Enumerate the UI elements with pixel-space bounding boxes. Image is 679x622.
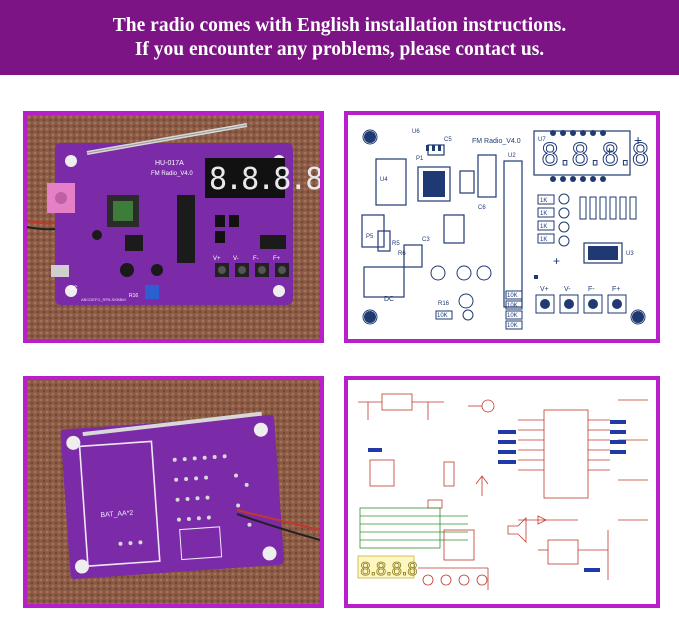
battery-label: BAT_AA*2 [100,510,133,519]
resistor-label: R16 [129,293,138,299]
dc-label: DC [69,286,78,292]
res-10k-a: 10K [507,293,518,299]
layout-btn-vplus: V+ [540,286,549,293]
layout-button-row: V+ V- F- F+ [535,286,627,314]
promo-banner: The radio comes with English installatio… [0,0,679,75]
svg-text:+: + [553,254,560,268]
res-1k-b: 1K [540,211,547,217]
label-u4: U4 [380,177,388,183]
label-p1: P1 [416,156,424,162]
segment-display: 8.8.8.8 [209,162,320,197]
res-10k-e: 10K [437,313,448,319]
res-1k-d: 1K [540,237,547,243]
layout-btn-fminus: F- [588,286,595,293]
layout-btn-fplus: F+ [612,286,620,293]
label-dc: DC [384,296,394,303]
button-row: V+ V- F- F+ [213,256,289,277]
res-1k-c: 1K [540,224,547,230]
btn-label-vminus: V- [233,256,239,262]
banner-line-1: The radio comes with English installatio… [112,15,567,36]
btn-label-fplus: F+ [273,256,281,262]
layout-btn-vminus: V- [564,286,571,293]
banner-line-2: If you encounter any problems, please co… [134,39,545,60]
svg-text:+: + [606,144,613,158]
label-c3: C3 [422,237,430,243]
schematic-display: 8.8.8.8 [360,559,417,580]
board-subtitle: FM Radio_V4.0 [151,171,193,177]
btn-label-vplus: V+ [213,256,221,262]
res-10k-b: 10K [507,303,518,309]
board-footer: ABCDEFG_RP6-SKBBM [81,297,126,302]
label-c6: C6 [478,205,486,211]
res-1k-a: 1K [540,198,547,204]
photo-radio-back: BAT_AA*2 [23,376,324,608]
label-p5: P5 [366,234,374,240]
board-title: HU-017A [155,160,184,167]
pcb-layout-diagram: + + + FM Radio_V4.0 U6 U7 U2 U4 U1 P1 P5… [344,111,660,343]
layout-display: 8.8.8.8 [541,138,648,173]
pcb-title: FM Radio_V4.0 [472,138,521,145]
label-c5: C5 [444,137,452,143]
label-r5: R5 [392,241,400,247]
label-u7: U7 [538,137,546,143]
svg-text:+: + [634,132,642,148]
label-u6: U6 [412,129,420,135]
label-u2: U2 [508,153,516,159]
res-10k-d: 10K [507,323,518,329]
label-r16: R16 [438,301,450,307]
res-10k-c: 10K [507,313,518,319]
circuit-schematic: 8.8.8.8 [344,376,660,608]
btn-label-fminus: F- [253,256,259,262]
label-r6: R6 [398,251,406,257]
photo-radio-front: HU-017A FM Radio_V4.0 8.8.8.8 V+ [23,111,324,343]
label-u3: U3 [626,251,634,257]
